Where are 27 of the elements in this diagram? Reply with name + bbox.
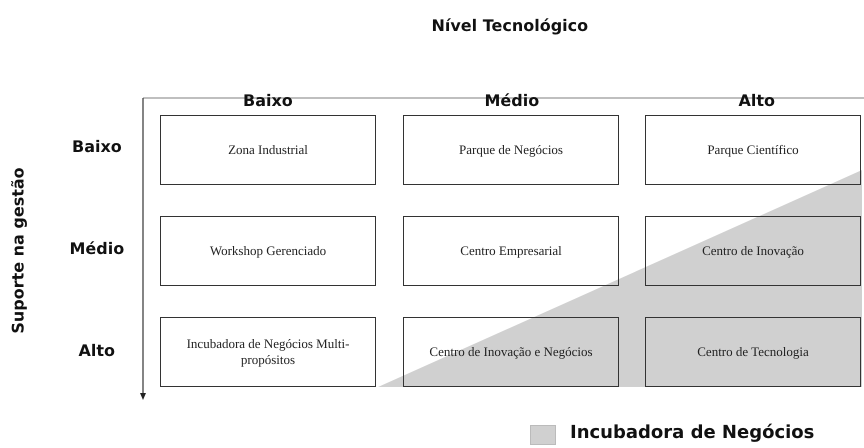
cell-box: [160, 216, 376, 286]
cell-box: [645, 317, 861, 387]
cell-box: [403, 216, 619, 286]
column-header: Alto: [738, 91, 776, 110]
cell-box: [160, 115, 376, 185]
cell-text: Centro de Tecnologia: [697, 344, 809, 360]
cell-box: [403, 317, 619, 387]
cell-text: Workshop Gerenciado: [210, 242, 326, 260]
cell-box: [160, 317, 376, 387]
axis-title: Suporte na gestão: [8, 166, 28, 334]
cell-text: Zona Industrial: [228, 142, 308, 158]
cell-box: [403, 115, 619, 185]
row-header: Alto: [78, 341, 116, 360]
cell-text: Centro de Inovação: [702, 242, 804, 260]
row-header: Baixo: [72, 137, 122, 156]
cell-text: Incubadora de Negócios Multi-propósitos: [186, 336, 350, 368]
row-header: Médio: [70, 239, 124, 258]
column-header: Médio: [484, 91, 540, 110]
axis-title: Nível Tecnológico: [432, 16, 588, 35]
cell-box: [645, 216, 861, 286]
column-header: Baixo: [243, 91, 293, 110]
cell-text: Parque Científico: [707, 142, 799, 158]
cell-text: Parque de Negócios: [459, 142, 563, 158]
legend-label: Incubadora de Negócios: [570, 422, 814, 443]
cell-box: [645, 115, 861, 185]
cell-text: Centro de Inovação e Negócios: [429, 344, 593, 360]
cell-text: Centro Empresarial: [460, 242, 562, 260]
